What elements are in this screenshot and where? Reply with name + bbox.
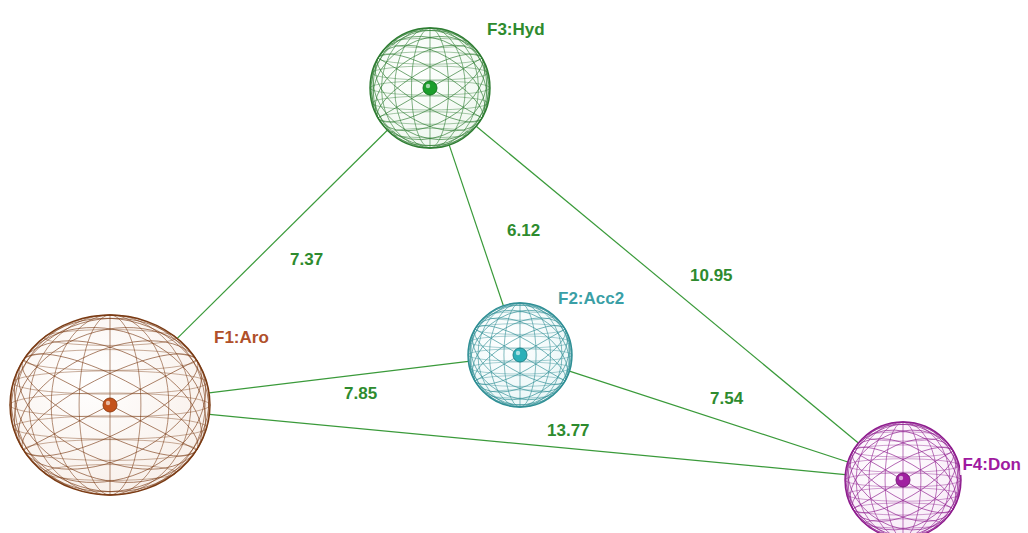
pharmacophore-sphere: F3:Hyd xyxy=(370,28,490,148)
distance-label: 13.77 xyxy=(545,421,592,441)
feature-label: F2:Acc2 xyxy=(556,289,626,309)
distance-label: 7.37 xyxy=(288,250,325,270)
distance-line xyxy=(209,414,845,474)
feature-label: F3:Hyd xyxy=(485,20,547,40)
pharmacophore-sphere: F4:Don xyxy=(845,422,961,533)
distance-label: 7.54 xyxy=(708,389,745,409)
distance-label: 6.12 xyxy=(505,221,542,241)
distance-line xyxy=(209,361,468,393)
pharmacophore-sphere: F2:Acc2 xyxy=(468,303,572,407)
distance-label: 7.85 xyxy=(342,384,379,404)
wireframe-sphere xyxy=(468,303,572,407)
wireframe-sphere xyxy=(845,422,961,533)
distance-line xyxy=(449,145,503,306)
wireframe-sphere xyxy=(370,28,490,148)
distance-label: 10.95 xyxy=(688,266,735,286)
wireframe-sphere xyxy=(10,315,210,495)
distance-line xyxy=(569,371,847,462)
distance-line xyxy=(177,130,387,338)
feature-label: F4:Don xyxy=(960,455,1023,475)
feature-label: F1:Aro xyxy=(212,328,271,348)
pharmacophore-sphere: F1:Aro xyxy=(10,315,210,495)
